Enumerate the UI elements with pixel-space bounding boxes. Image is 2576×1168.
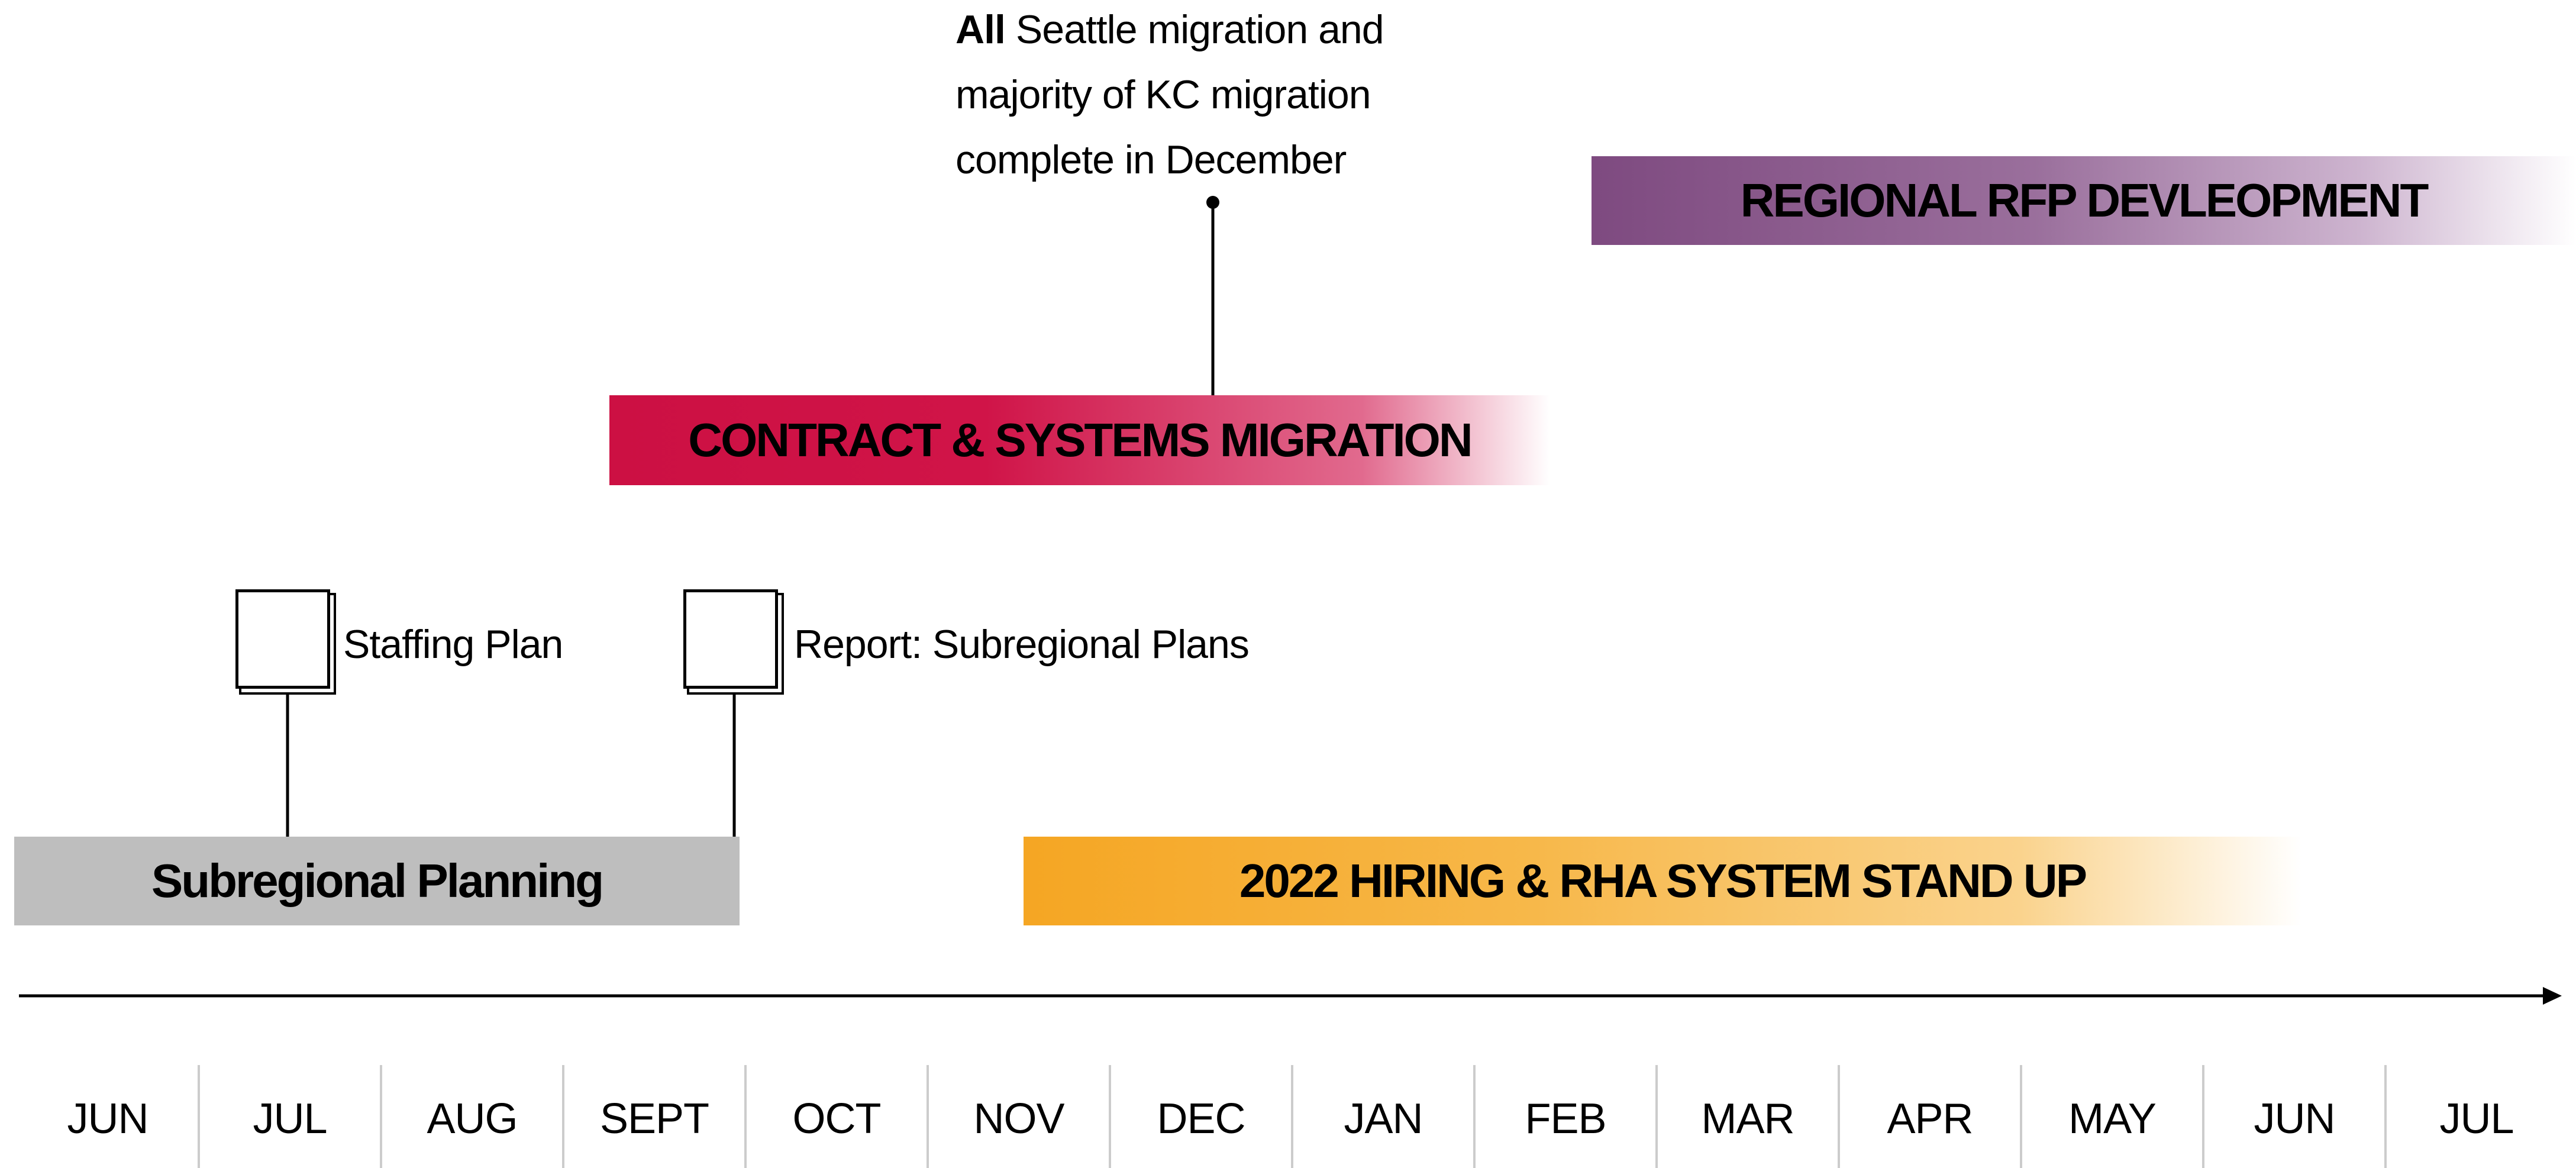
bar-label: CONTRACT & SYSTEMS MIGRATION [688,414,1473,466]
month-label: APR [1887,1095,1973,1143]
month-label: FEB [1525,1095,1606,1143]
month-label: JUL [253,1095,327,1143]
month-label: DEC [1157,1095,1245,1143]
bar-label: REGIONAL RFP DEVLEOPMENT [1740,174,2429,227]
annotation-line-2: majority of KC migration [955,72,1371,117]
bar-regional-rfp-development: REGIONAL RFP DEVLEOPMENT [1592,156,2576,245]
month-label: NOV [973,1095,1064,1143]
month-label: MAR [1701,1095,1795,1143]
month-label: OCT [792,1095,882,1143]
bar-subregional-planning: Subregional Planning [14,837,740,925]
month-label: JUL [2439,1095,2514,1143]
annotation-text: Seattle migration and [1015,7,1384,52]
bar-label: Subregional Planning [151,854,604,907]
annotation-bold: All [955,7,1006,52]
month-label: JUN [67,1095,149,1143]
document-icon [235,589,330,689]
report-subregional-plans-label: Report: Subregional Plans [794,622,1250,667]
month-label: JUN [2254,1095,2336,1143]
month-label: SEPT [599,1095,709,1143]
staffing-plan-label: Staffing Plan [343,622,563,667]
annotation-connector-dot [1206,196,1219,209]
bar-hiring-rha-system: 2022 HIRING & RHA SYSTEM STAND UP [1024,837,2301,925]
month-dividers [198,1065,2387,1168]
arrow-right-icon [2543,987,2562,1005]
month-label: AUG [427,1095,518,1143]
month-label: JAN [1344,1095,1423,1143]
bar-contract-systems-migration: CONTRACT & SYSTEMS MIGRATION [609,395,1550,485]
document-icon [683,589,778,689]
annotation-line-3: complete in December [955,137,1347,182]
month-label: MAY [2068,1095,2157,1143]
bar-label: 2022 HIRING & RHA SYSTEM STAND UP [1239,854,2087,907]
